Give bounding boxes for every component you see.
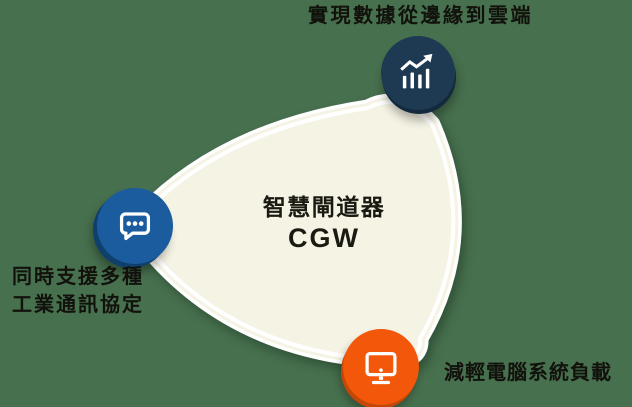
protocols-label: 同時支援多種 工業通訊協定 xyxy=(12,263,144,319)
protocols-node-circle xyxy=(97,188,173,264)
center-text-block: 智慧閘道器 CGW xyxy=(184,193,464,253)
center-title: 智慧閘道器 xyxy=(262,194,386,220)
monitor-icon xyxy=(365,351,397,385)
protocols-label-line2: 工業通訊協定 xyxy=(12,294,144,316)
chat-bubble-icon xyxy=(119,212,151,241)
cloud-node-circle xyxy=(381,36,455,110)
trend-chart-icon xyxy=(400,53,433,89)
offload-label: 減輕電腦系統負載 xyxy=(444,362,612,384)
edge-to-cloud-label: 實現數據從邊緣到雲端 xyxy=(308,5,533,27)
offload-node-circle xyxy=(343,329,419,405)
center-subtitle: CGW xyxy=(288,223,360,253)
protocols-label-line1: 同時支援多種 xyxy=(12,266,144,288)
rounded-triangle-outline xyxy=(131,93,462,370)
